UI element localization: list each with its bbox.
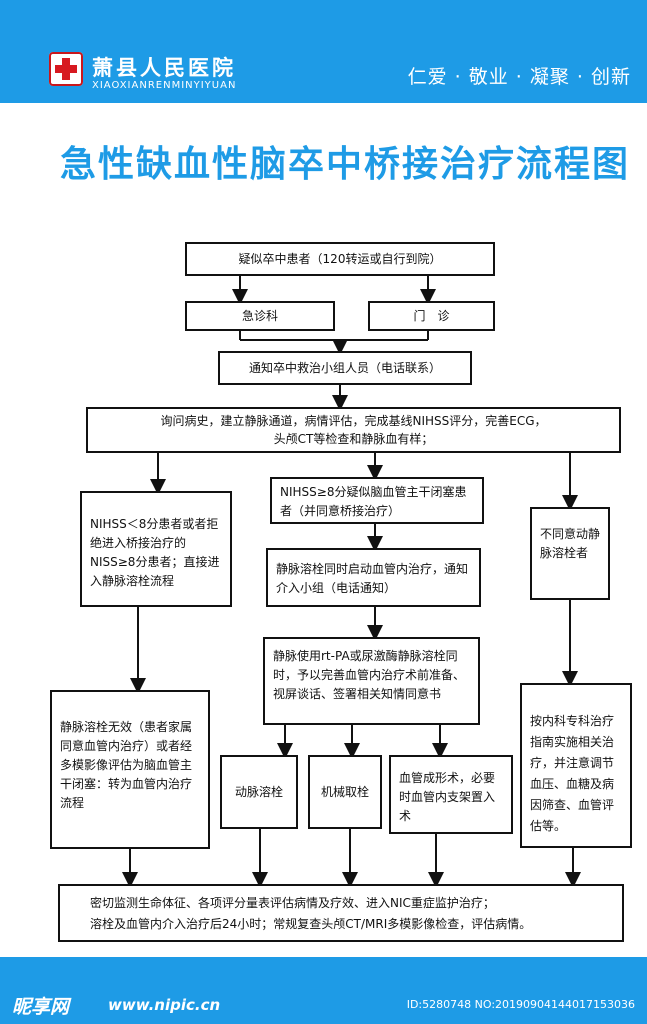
mechanical-thrombectomy-box: 机械取栓 [308, 755, 382, 829]
refuse-thrombolysis-box: 不同意动静脉溶栓者 [530, 507, 610, 600]
watermark-url: www.nipic.cn [108, 996, 221, 1014]
low-nihss-box: NIHSS＜8分患者或者拒绝进入桥接治疗的NISS≥8分患者；直接进入静脉溶栓流… [80, 491, 232, 607]
hospital-name: 萧县人民医院 [92, 55, 236, 80]
arterial-thrombolysis-box: 动脉溶栓 [220, 755, 298, 829]
internal-medicine-box: 按内科专科治疗指南实施相关治疗，并注意调节血压、血糖及病因筛查、血管评估等。 [520, 683, 632, 848]
emergency-department-box: 急诊科 [185, 301, 335, 331]
monitoring-box: 密切监测生命体征、各项评分量表评估病情及疗效、进入NIC重症监护治疗； 溶栓及血… [58, 884, 624, 942]
red-cross-logo-icon [49, 52, 83, 86]
assessment-line-2: 头颅CT等检查和静脉血有样； [273, 432, 434, 446]
notify-team-box: 通知卒中救治小组人员（电话联系） [218, 351, 472, 385]
ivt-preparation-box: 静脉使用rt-PA或尿激酶静脉溶栓同时，予以完善血管内治疗术前准备、视屏谈话、签… [263, 637, 480, 725]
assessment-box: 询问病史，建立静脉通道，病情评估，完成基线NIHSS评分，完善ECG， 头颅CT… [86, 407, 621, 453]
monitoring-line-1: 密切监测生命体征、各项评分量表评估病情及疗效、进入NIC重症监护治疗； [90, 896, 495, 910]
ivt-failure-box: 静脉溶栓无效（患者家属同意血管内治疗）或者经多模影像评估为脑血管主干闭塞：转为血… [50, 690, 210, 849]
angioplasty-box: 血管成形术，必要时血管内支架置入术 [389, 755, 513, 834]
hospital-pinyin: XIAOXIANRENMINYIYUAN [92, 80, 237, 91]
hospital-motto: 仁爱 · 敬业 · 凝聚 · 创新 [407, 66, 631, 88]
footer-banner [0, 957, 647, 1024]
page-title: 急性缺血性脑卒中桥接治疗流程图 [59, 144, 630, 185]
watermark-id: ID:5280748 NO:20190904144017153036 [406, 998, 635, 1011]
assessment-line-1: 询问病史，建立静脉通道，病情评估，完成基线NIHSS评分，完善ECG， [160, 414, 547, 428]
suspected-stroke-box: 疑似卒中患者（120转运或自行到院） [185, 242, 495, 276]
monitoring-line-2: 溶栓及血管内介入治疗后24小时；常规复查头颅CT/MRI多模影像检查，评估病情。 [90, 917, 532, 931]
outpatient-box: 门 诊 [368, 301, 495, 331]
start-ivt-box: 静脉溶栓同时启动血管内治疗，通知介入小组（电话通知） [266, 548, 481, 607]
high-nihss-box: NIHSS≥8分疑似脑血管主干闭塞患者（并同意桥接治疗） [270, 477, 484, 524]
header-banner [0, 0, 647, 103]
watermark-logo: 昵享网 [12, 996, 70, 1018]
